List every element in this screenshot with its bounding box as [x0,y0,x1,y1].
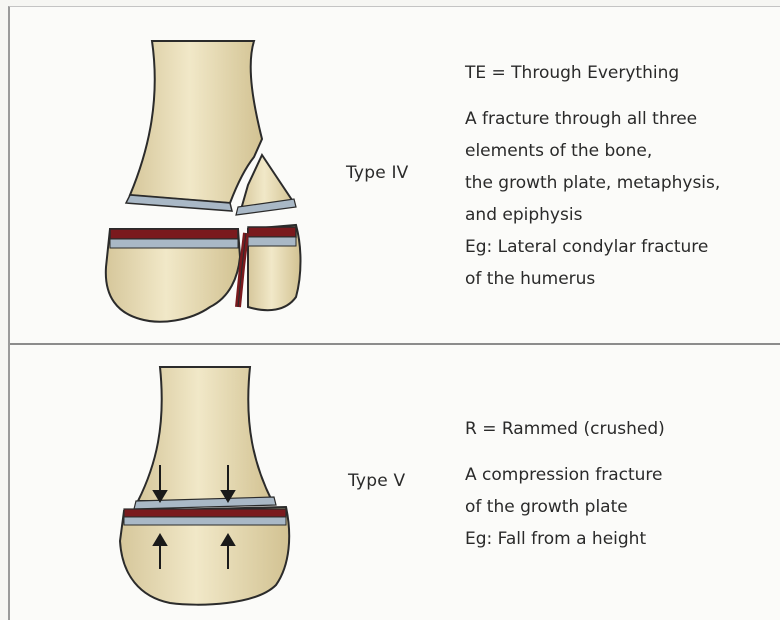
type-iv-label: Type IV [346,163,409,183]
row-type-iv: Type IV TE = Through Everything A fractu… [10,7,780,343]
type-iv-desc-line-4: and epiphysis [465,199,720,231]
type-v-desc-line-2: of the growth plate [465,491,665,523]
type-iv-text: TE = Through Everything A fracture throu… [465,57,720,295]
growth-plate-left [110,229,238,239]
type-v-desc-line-1: A compression fracture [465,459,665,491]
type-v-desc-line-3: Eg: Fall from a height [465,523,665,555]
type-iv-bone-illustration [10,7,340,343]
type-v-label: Type V [348,471,405,491]
type-iv-desc-line-6: of the humerus [465,263,720,295]
type-iv-desc-line-5: Eg: Lateral condylar fracture [465,231,720,263]
growth-plate-crushed [124,509,286,517]
type-iv-desc-line-3: the growth plate, metaphysis, [465,167,720,199]
bone-shaft [130,41,262,203]
bone-shaft [138,367,272,501]
row-type-v: Type V R = Rammed (crushed) A compressio… [10,345,780,620]
type-iv-mnemonic: TE = Through Everything [465,57,720,89]
type-iv-desc-line-1: A fracture through all three [465,103,720,135]
type-v-mnemonic: R = Rammed (crushed) [465,413,665,445]
type-v-text: R = Rammed (crushed) A compression fract… [465,413,665,555]
type-v-bone-illustration [10,345,340,620]
type-iv-desc-line-2: elements of the bone, [465,135,720,167]
growth-plate-right [248,227,296,237]
